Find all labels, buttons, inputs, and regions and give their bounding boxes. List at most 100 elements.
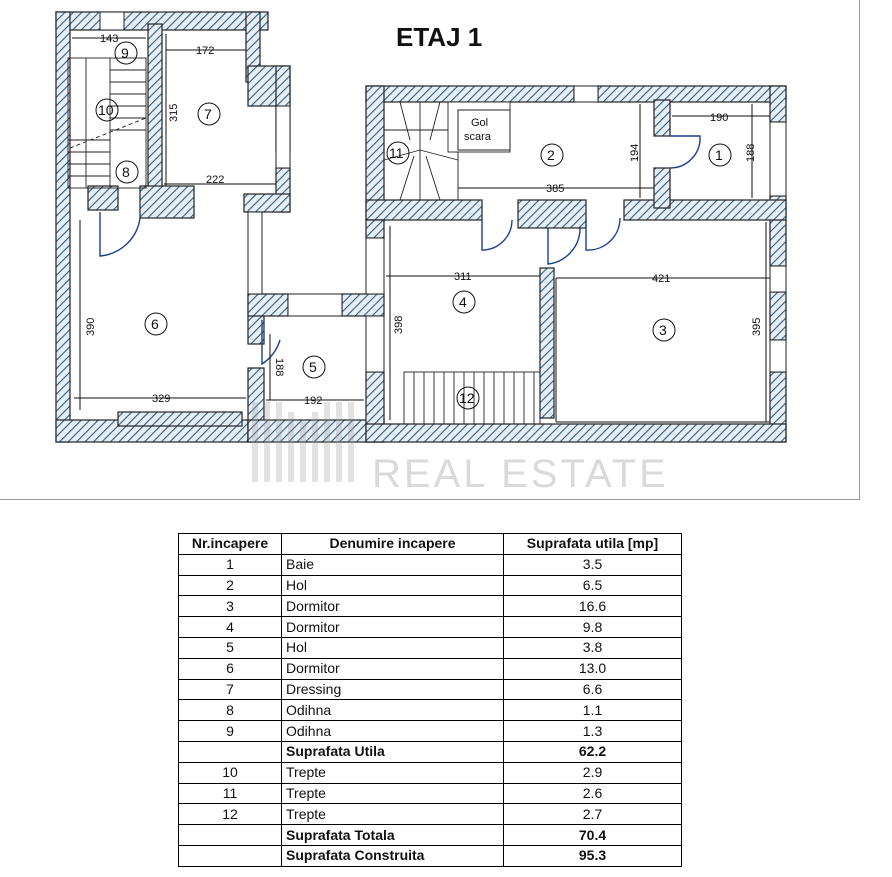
cell-name: Suprafata Construita — [281, 844, 504, 867]
stairs-10 — [67, 57, 147, 189]
cell-name: Dressing — [281, 678, 504, 701]
dim-188: 188 — [745, 144, 757, 162]
cell-name: Hol — [281, 636, 504, 659]
cell-area: 9.8 — [503, 616, 682, 638]
doors — [99, 135, 701, 366]
header-area: Suprafata utila [mp] — [503, 533, 682, 555]
cell-area: 6.5 — [503, 574, 682, 597]
cell-nr: 10 — [178, 761, 282, 784]
dim-311: 311 — [454, 271, 472, 283]
cell-nr: 11 — [178, 782, 282, 805]
cell-area: 2.7 — [503, 803, 682, 826]
cell-nr — [178, 740, 282, 763]
cell-nr: 6 — [178, 657, 282, 680]
room-10-number: 10 — [98, 102, 114, 118]
floor-plan: 143 172 315 222 390 329 188 192 398 311 … — [55, 11, 787, 443]
dim-188-room5: 188 — [273, 358, 285, 376]
dim-190: 190 — [710, 112, 728, 124]
cell-name: Odihna — [281, 720, 504, 742]
cell-area: 62.2 — [503, 740, 682, 763]
floor-title: ETAJ 1 — [396, 22, 483, 52]
watermark-logo — [252, 402, 354, 482]
room-7-number: 7 — [204, 106, 212, 122]
cell-nr — [178, 824, 282, 846]
cell-name: Trepte — [281, 761, 504, 784]
cell-nr: 9 — [178, 720, 282, 742]
cell-area: 1.1 — [503, 699, 682, 722]
room-9-number: 9 — [121, 45, 129, 61]
room-1-number: 1 — [715, 147, 723, 163]
cell-name: Trepte — [281, 803, 504, 826]
dim-172: 172 — [196, 45, 214, 57]
room-3-number: 3 — [659, 322, 667, 338]
cell-nr: 4 — [178, 616, 282, 638]
room-numbers: 1 2 3 4 5 6 7 8 9 10 11 12 — [98, 45, 723, 406]
dim-398: 398 — [393, 316, 405, 334]
cell-area: 3.8 — [503, 636, 682, 659]
cell-nr: 2 — [178, 574, 282, 597]
dimension-lines — [72, 34, 770, 423]
cell-area: 2.9 — [503, 761, 682, 784]
cell-name: Baie — [281, 553, 504, 576]
cell-nr: 7 — [178, 678, 282, 701]
table-header-row: Nr.incapere Denumire incapere Suprafata … — [178, 533, 682, 555]
floor-plan-frame — [0, 0, 860, 500]
stairwell-label-2: scara — [464, 131, 492, 143]
cell-area: 16.6 — [503, 595, 682, 618]
dim-395: 395 — [751, 318, 763, 336]
dim-222: 222 — [206, 174, 224, 186]
cell-nr: 12 — [178, 803, 282, 826]
dim-315: 315 — [168, 104, 180, 122]
cell-area: 95.3 — [503, 844, 682, 867]
cell-name: Odihna — [281, 699, 504, 722]
room-6-number: 6 — [151, 316, 159, 332]
room-11-number: 11 — [389, 145, 404, 161]
cell-area: 2.6 — [503, 782, 682, 805]
right-building-walls — [365, 85, 787, 443]
room-8-number: 8 — [122, 164, 130, 180]
dim-194: 194 — [629, 144, 641, 162]
header-nr: Nr.incapere — [178, 533, 282, 555]
cell-nr: 8 — [178, 699, 282, 722]
cell-name: Suprafata Utila — [281, 740, 504, 763]
dim-143: 143 — [100, 33, 118, 45]
dimension-labels: 143 172 315 222 390 329 188 192 398 311 … — [85, 33, 763, 407]
room-markers — [95, 41, 732, 410]
stairwell-box — [457, 109, 511, 151]
cell-nr: 1 — [178, 553, 282, 576]
left-building-walls — [55, 11, 385, 443]
windows — [99, 11, 787, 373]
cell-name: Hol — [281, 574, 504, 597]
dim-192: 192 — [304, 395, 322, 407]
cell-nr — [178, 844, 282, 867]
cell-area: 70.4 — [503, 824, 682, 846]
dim-421: 421 — [652, 273, 670, 285]
cell-area: 13.0 — [503, 657, 682, 680]
cell-nr: 5 — [178, 636, 282, 659]
cell-name: Dormitor — [281, 657, 504, 680]
cell-name: Trepte — [281, 782, 504, 805]
cell-area: 1.3 — [503, 720, 682, 742]
cell-area: 6.6 — [503, 678, 682, 701]
header-name: Denumire incapere — [281, 533, 504, 555]
cell-area: 3.5 — [503, 553, 682, 576]
stairwell-label-1: Gol — [471, 117, 488, 129]
room-2-number: 2 — [547, 147, 555, 163]
cell-name: Suprafata Totala — [281, 824, 504, 846]
